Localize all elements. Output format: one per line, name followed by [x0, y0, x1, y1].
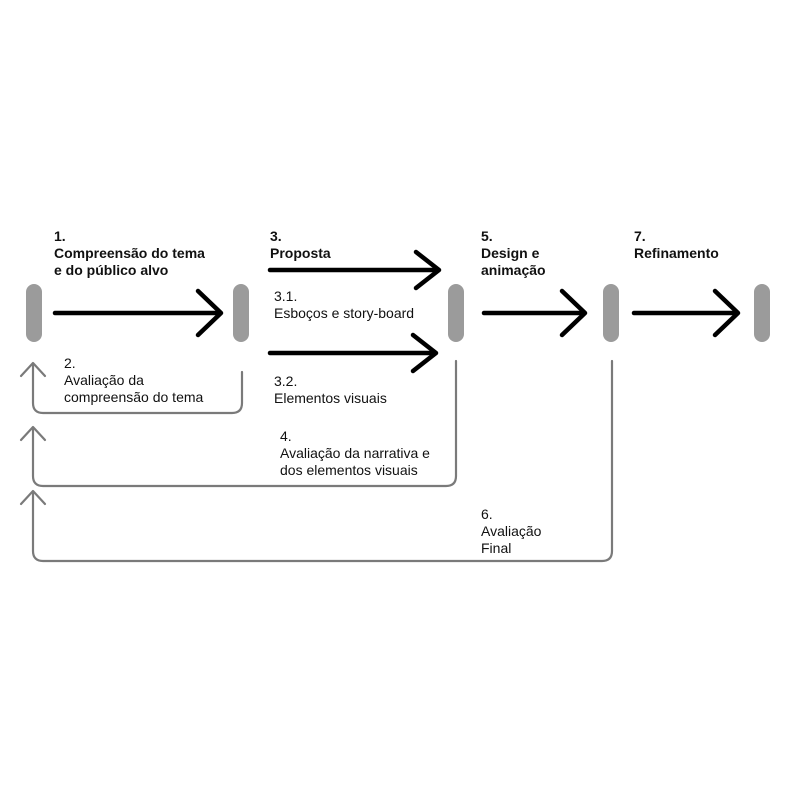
- arrow-proposta-lower: [267, 332, 439, 374]
- stage-marker-1: [26, 284, 42, 342]
- step-3-title: Proposta: [270, 245, 331, 261]
- step-4-line1: Avaliação da narrativa e: [280, 445, 430, 461]
- step-6-number: 6.: [481, 506, 493, 522]
- step-6-label: 6. Avaliação Final: [481, 506, 541, 557]
- stage-marker-5: [754, 284, 770, 342]
- step-3-number: 3.: [270, 228, 282, 244]
- step-5-label: 5. Design e animação: [481, 228, 546, 279]
- stage-marker-2: [233, 284, 249, 342]
- arrow-stage-7: [631, 288, 741, 338]
- step-2-line1: Avaliação da: [64, 372, 144, 388]
- stage-marker-4: [603, 284, 619, 342]
- step-5-number: 5.: [481, 228, 493, 244]
- step-5-title-line2: animação: [481, 262, 546, 278]
- step-6-line2: Final: [481, 540, 512, 556]
- feedback-loop-2: [19, 361, 244, 415]
- step-3-label: 3. Proposta: [270, 228, 331, 262]
- feedback-loop-6: [19, 359, 614, 563]
- arrow-stage-1: [52, 288, 224, 338]
- step-7-number: 7.: [634, 228, 646, 244]
- stage-marker-3: [448, 284, 464, 342]
- step-7-title: Refinamento: [634, 245, 719, 261]
- step-6-line1: Avaliação: [481, 523, 542, 539]
- step-4-line2: dos elementos visuais: [280, 462, 418, 478]
- step-1-number: 1.: [54, 228, 66, 244]
- step-3-2-label: 3.2. Elementos visuais: [274, 373, 387, 407]
- step-1-title-line1: Compreensão do tema: [54, 245, 205, 261]
- step-5-title-line1: Design e: [481, 245, 540, 261]
- step-3-2-text: Elementos visuais: [274, 390, 387, 406]
- step-3-1-label: 3.1. Esboços e story-board: [274, 288, 414, 322]
- step-1-title-line2: e do público alvo: [54, 262, 169, 278]
- step-1-label: 1. Compreensão do tema e do público alvo: [54, 228, 205, 279]
- step-3-1-text: Esboços e story-board: [274, 305, 415, 321]
- arrow-stage-5: [481, 288, 588, 338]
- feedback-loop-4: [19, 359, 458, 488]
- step-4-number: 4.: [280, 428, 292, 444]
- step-4-label: 4. Avaliação da narrativa e dos elemento…: [280, 428, 430, 479]
- step-2-label: 2. Avaliação da compreensão do tema: [64, 355, 203, 406]
- step-3-2-number: 3.2.: [274, 373, 298, 389]
- arrow-proposta-upper: [267, 249, 442, 291]
- step-2-line2: compreensão do tema: [64, 389, 204, 405]
- step-3-1-number: 3.1.: [274, 288, 298, 304]
- step-2-number: 2.: [64, 355, 76, 371]
- step-7-label: 7. Refinamento: [634, 228, 719, 262]
